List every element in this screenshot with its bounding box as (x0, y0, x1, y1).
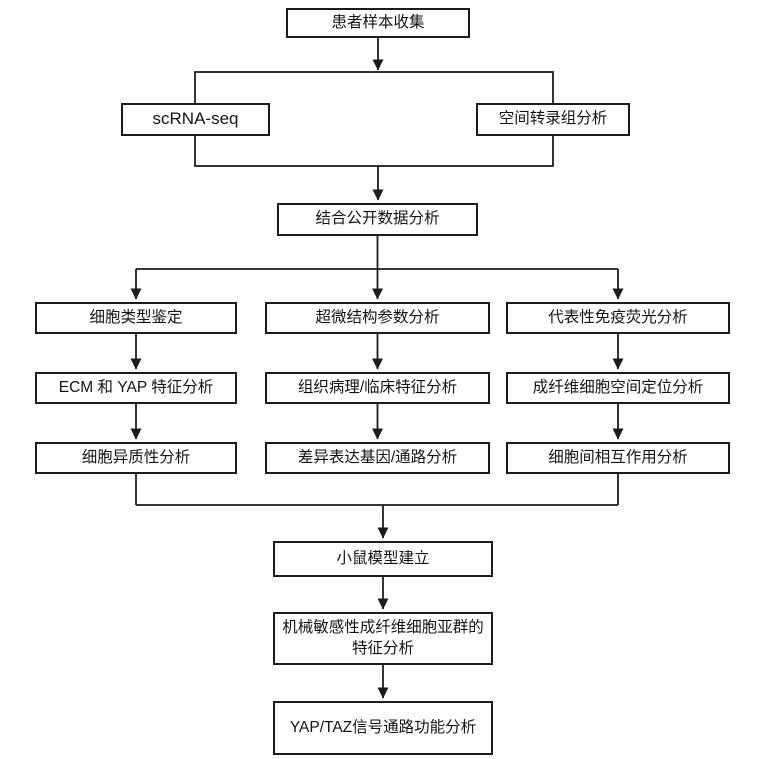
flow-node-immunofluorescence: 代表性免疫荧光分析 (506, 302, 730, 334)
flow-node-deg-pathway-analysis: 差异表达基因/通路分析 (265, 442, 490, 474)
flow-node-public-data-analysis: 结合公开数据分析 (277, 203, 478, 236)
flow-node-ultrastructure-params: 超微结构参数分析 (265, 302, 490, 334)
flow-node-yap-taz-function: YAP/TAZ信号通路功能分析 (273, 701, 493, 755)
flow-node-ecm-yap-features: ECM 和 YAP 特征分析 (35, 372, 237, 404)
flow-node-fibroblast-localization: 成纤维细胞空间定位分析 (506, 372, 730, 404)
flow-node-spatial-transcriptomics: 空间转录组分析 (476, 103, 630, 136)
flow-node-mechanosensitive-subset: 机械敏感性成纤维细胞亚群的特征分析 (273, 612, 493, 665)
flow-node-patient-collection: 患者样本收集 (286, 8, 470, 38)
flow-node-cell-type-identification: 细胞类型鉴定 (35, 302, 237, 334)
flow-node-cell-interaction: 细胞间相互作用分析 (506, 442, 730, 474)
flow-node-histopathology-clinical: 组织病理/临床特征分析 (265, 372, 490, 404)
flow-node-scrna-seq: scRNA-seq (121, 103, 270, 136)
flow-node-mouse-model: 小鼠模型建立 (273, 541, 493, 577)
flow-node-cell-heterogeneity: 细胞异质性分析 (35, 442, 237, 474)
